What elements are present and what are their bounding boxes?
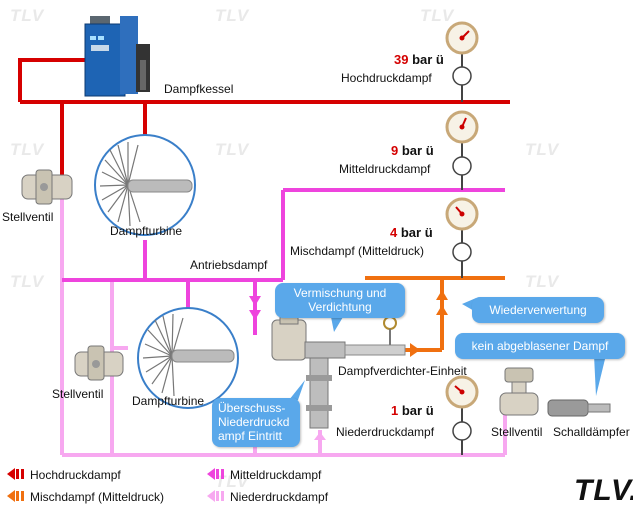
callout-mixing: Vermischung und Verdichtung bbox=[275, 283, 405, 318]
compressor-unit bbox=[271, 311, 406, 429]
legend-high: Hochdruckdampf bbox=[30, 468, 121, 482]
gauge-hp-name: Hochdruckdampf bbox=[341, 71, 432, 85]
silencer-label: Schalldämpfer bbox=[553, 425, 630, 439]
legend-low: Niederdruckdampf bbox=[230, 490, 329, 504]
valve-right-label: Stellventil bbox=[491, 425, 543, 439]
compressor-unit-label: Dampfverdichter-Einheit bbox=[338, 364, 467, 378]
silencer bbox=[547, 399, 611, 417]
gauge-mp-pressure: 9 bar ü bbox=[391, 143, 434, 158]
callout-no-vent: kein abgeblasener Dampf bbox=[455, 333, 625, 359]
gauge-hp bbox=[445, 21, 479, 102]
turbine-bottom-label: Dampfturbine bbox=[132, 394, 205, 408]
callout-reuse-text: Wiederverwertung bbox=[489, 303, 587, 317]
callout-surplus-line1: Überschuss- bbox=[218, 401, 286, 415]
turbine-top-label: Dampfturbine bbox=[110, 224, 183, 238]
boiler-label: Dampfkessel bbox=[164, 82, 234, 96]
watermark: TLV bbox=[10, 6, 45, 25]
brand-logo: TLV. bbox=[574, 474, 633, 507]
flow-arrows bbox=[249, 290, 448, 440]
callout-mixing-line2: Verdichtung bbox=[308, 300, 372, 314]
boiler bbox=[84, 16, 150, 97]
valve-left-top bbox=[21, 169, 73, 205]
watermark: TLV bbox=[525, 140, 560, 159]
watermark: TLV bbox=[10, 272, 45, 291]
callout-surplus: Überschuss- Niederdruckd ampf Eintritt bbox=[212, 398, 300, 447]
gauge-lp-pressure: 1 bar ü bbox=[391, 403, 434, 418]
callout-reuse: Wiederverwertung bbox=[472, 297, 604, 323]
callout-surplus-line2: Niederdruckd bbox=[218, 415, 290, 429]
high-pressure-pipes bbox=[18, 58, 510, 180]
drive-steam-label: Antriebsdampf bbox=[190, 258, 268, 272]
gauge-hp-pressure: 39 bar ü bbox=[394, 52, 444, 67]
turbine-top bbox=[94, 134, 196, 236]
legend-swatch-low bbox=[207, 490, 224, 502]
callout-no-vent-text: kein abgeblasener Dampf bbox=[471, 339, 609, 353]
valve-left-bottom bbox=[74, 345, 124, 381]
turbine-bottom bbox=[137, 307, 239, 409]
gauge-lp bbox=[445, 375, 479, 455]
legend-swatch-mid bbox=[207, 468, 224, 480]
legend-mix: Mischdampf (Mitteldruck) bbox=[30, 490, 165, 504]
watermark: TLV bbox=[10, 140, 45, 159]
legend-mid: Mitteldruckdampf bbox=[230, 468, 322, 482]
watermark: TLV bbox=[420, 6, 455, 25]
legend-swatch-high bbox=[7, 468, 24, 480]
watermark: TLV bbox=[215, 140, 250, 159]
gauges bbox=[445, 21, 479, 455]
valve-left-top-label: Stellventil bbox=[2, 210, 54, 224]
gauge-mp-name: Mitteldruckdampf bbox=[339, 162, 431, 176]
callout-mixing-line1: Vermischung und bbox=[293, 286, 387, 300]
gauge-mix-pressure: 4 bar ü bbox=[390, 225, 433, 240]
gauge-mix bbox=[445, 197, 479, 278]
gauge-mp bbox=[445, 110, 479, 190]
watermark: TLV bbox=[525, 272, 560, 291]
legend-swatches bbox=[7, 468, 224, 502]
watermark: TLV bbox=[215, 6, 250, 25]
gauge-mix-name: Mischdampf (Mitteldruck) bbox=[290, 244, 425, 258]
valve-right bbox=[499, 367, 539, 416]
gauge-lp-name: Niederdruckdampf bbox=[336, 425, 435, 439]
legend-swatch-mix bbox=[7, 490, 24, 502]
callout-surplus-line3: ampf Eintritt bbox=[218, 429, 283, 443]
valve-left-bottom-label: Stellventil bbox=[52, 387, 104, 401]
